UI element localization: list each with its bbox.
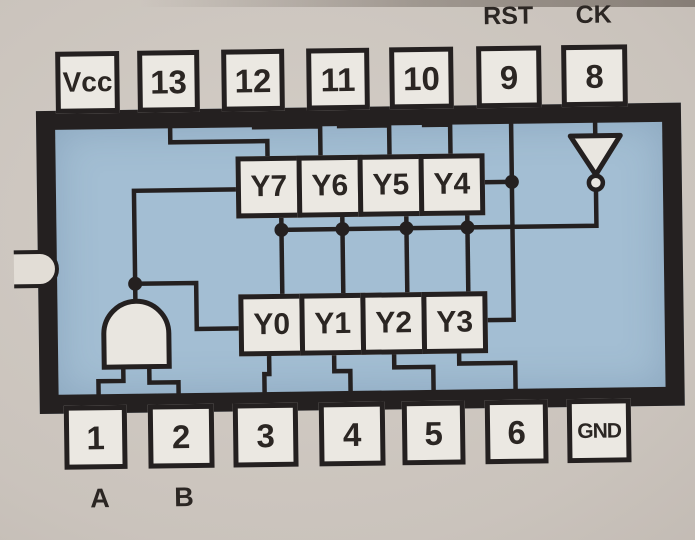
rst-label-text: RST xyxy=(483,1,534,31)
pin-2: 2 xyxy=(147,403,215,469)
register-box-y5: Y5 xyxy=(357,153,425,217)
photo-edge-shadow xyxy=(0,0,695,7)
junction-dot xyxy=(399,221,414,236)
pin-3: 3 xyxy=(232,402,299,468)
pin-3-label: 3 xyxy=(256,416,276,454)
pin-13-label: 13 xyxy=(149,62,188,101)
and-gate-icon xyxy=(101,298,172,370)
wire-pin12-to-y6 xyxy=(251,111,323,158)
register-box-y6: Y6 xyxy=(296,154,364,218)
pin-10-label: 10 xyxy=(402,59,441,97)
pin-11: 11 xyxy=(306,47,370,111)
wire-y3-to-pin6 xyxy=(456,351,518,402)
register-box-y3: Y3 xyxy=(421,291,489,355)
inverter-icon xyxy=(567,132,623,178)
pin-10: 10 xyxy=(389,46,454,110)
junction-dots xyxy=(128,174,519,291)
ck-label-text: CK xyxy=(575,0,612,29)
register-box-y2: Y2 xyxy=(360,291,428,355)
inverter-bubble-icon xyxy=(586,173,606,192)
register-box-y7: Y7 xyxy=(235,155,303,219)
register-box-y4: Y4 xyxy=(418,153,486,217)
wire-pin2-to-and-input xyxy=(146,362,182,407)
ck-label: CK xyxy=(560,0,626,30)
register-box-y0: Y0 xyxy=(238,293,306,357)
pin-13: 13 xyxy=(137,49,200,113)
wire-pin1-to-and-input xyxy=(96,362,126,408)
pin-12: 12 xyxy=(221,48,285,112)
wire-and-output-to-y7 xyxy=(131,187,238,306)
pin-4: 4 xyxy=(318,401,386,467)
wire-pin10-to-y4 xyxy=(421,108,453,156)
pin-12-label: 12 xyxy=(234,61,272,99)
wire-pin13-to-y7 xyxy=(167,112,270,159)
pin-4-label: 4 xyxy=(342,415,362,453)
pin-8-label: 8 xyxy=(585,57,604,95)
dip-notch-icon xyxy=(13,250,59,289)
pin-gnd-label: GND xyxy=(577,418,622,443)
pin-vcc-label: Vcc xyxy=(62,66,113,98)
pin-6-label: 6 xyxy=(507,413,527,451)
pin-gnd: GND xyxy=(566,398,632,464)
pin-9: 9 xyxy=(476,45,542,109)
wire-and-output-to-y0 xyxy=(135,280,241,332)
pin-5: 5 xyxy=(401,400,466,466)
pin-1: 1 xyxy=(63,404,128,470)
wire-y0-to-pin3 xyxy=(262,354,272,406)
pin-2-label: 2 xyxy=(171,417,191,455)
junction-dot xyxy=(274,222,289,237)
pin-5-label: 5 xyxy=(424,414,444,452)
pin-vcc: Vcc xyxy=(55,50,120,114)
rst-label: RST xyxy=(476,1,541,31)
pin-9-label: 9 xyxy=(499,58,519,96)
wire-pin11-to-y5 xyxy=(336,110,392,157)
pin-6: 6 xyxy=(484,399,549,465)
wire-y1-to-pin4 xyxy=(331,353,354,404)
wire-inverter-to-clock-bus xyxy=(281,188,599,233)
junction-dot xyxy=(504,174,519,189)
junction-dot xyxy=(335,222,350,237)
pin-11-label: 11 xyxy=(320,60,356,98)
junction-dot xyxy=(460,220,475,235)
pin-1-label: 1 xyxy=(86,418,106,456)
pin-8: 8 xyxy=(561,44,628,108)
pin1-function-label-a: A xyxy=(90,483,110,514)
junction-dot xyxy=(128,276,143,291)
pin2-function-label-b: B xyxy=(174,482,194,513)
wire-pin9-to-y3 xyxy=(487,107,516,323)
wire-y2-to-pin5 xyxy=(391,352,436,403)
register-box-y1: Y1 xyxy=(299,292,367,356)
